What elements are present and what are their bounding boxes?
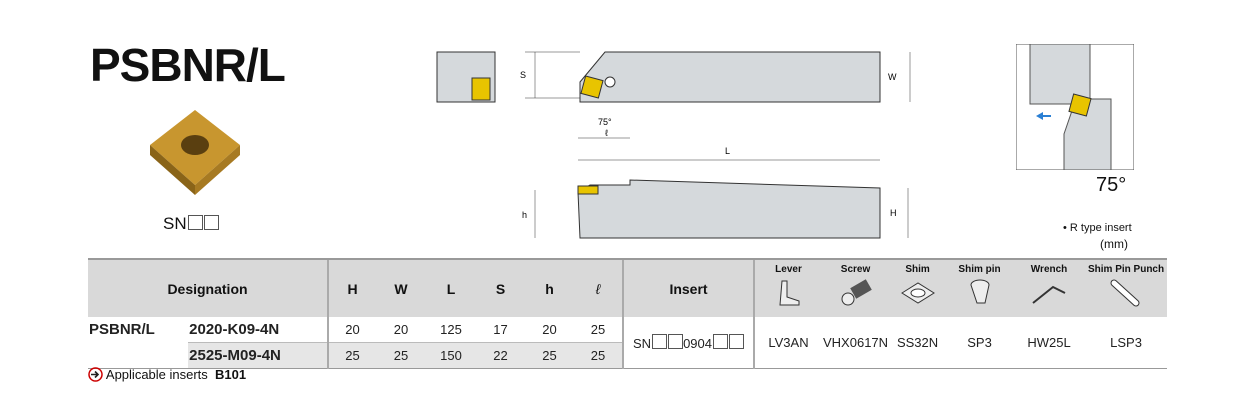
shim-label: Shim — [905, 264, 930, 275]
header-lever: Lever — [753, 258, 822, 317]
holder-drawing: S W L 75° ℓ h H — [436, 51, 911, 239]
insert-mid: 0904 — [683, 336, 712, 351]
shim-pin-icon — [970, 279, 990, 304]
spec-table: Designation H W L S h ℓ Insert Lever Scr… — [88, 258, 1168, 369]
dim-s: S — [520, 70, 526, 80]
wrench-icon — [1032, 285, 1066, 304]
table-row: 2525-M09-4N 25 25 150 22 25 25 — [88, 342, 1167, 369]
footer-label: Applicable inserts — [105, 367, 208, 382]
wrench-label: Wrench — [1030, 264, 1068, 275]
screw-icon — [841, 279, 872, 306]
header-screw: Screw — [822, 258, 890, 317]
header-designation: Designation — [88, 258, 328, 317]
part-wrench: HW25L — [1013, 317, 1086, 369]
header-wrench: Wrench — [1013, 258, 1086, 317]
insert-pre: SN — [633, 336, 652, 351]
part-shim: SS32N — [889, 317, 947, 369]
header-punch: Shim Pin Punch — [1085, 258, 1168, 317]
cell-h: 20 — [525, 317, 574, 343]
dim-w: W — [888, 72, 897, 82]
screw-label: Screw — [840, 264, 871, 275]
header-L: L — [426, 258, 476, 317]
shim-pin-label: Shim pin — [958, 264, 1001, 275]
code: 2525-M09-4N — [188, 342, 328, 369]
code: 2020-K09-4N — [188, 317, 328, 343]
part-shim-pin: SP3 — [946, 317, 1014, 369]
insert-type-label: SN — [163, 214, 219, 234]
unit-label: (mm) — [1100, 237, 1128, 251]
applicable-inserts-link[interactable]: Applicable inserts B101 — [88, 367, 246, 382]
shim-icon — [900, 282, 935, 304]
cell-S: 22 — [476, 342, 525, 369]
table-row: PSBNR/L 2020-K09-4N 20 20 125 17 20 25 S… — [88, 317, 1168, 369]
header-insert: Insert — [622, 258, 754, 317]
part-lever: LV3AN — [753, 317, 822, 369]
dim-lsmall: ℓ — [605, 128, 609, 138]
cell-L: 125 — [426, 317, 476, 343]
header-shim-pin: Shim pin — [946, 258, 1014, 317]
header-S: S — [476, 258, 525, 317]
dim-l: L — [725, 146, 730, 156]
dim-angle: 75° — [598, 117, 612, 127]
header-l: ℓ — [574, 258, 623, 317]
header-H: H — [327, 258, 376, 317]
header-W: W — [376, 258, 426, 317]
cell-L: 150 — [426, 342, 476, 369]
series-name: PSBNR/L — [89, 321, 155, 339]
application-diagram — [1016, 44, 1134, 170]
cell-l: 25 — [574, 317, 623, 343]
cell-H: 20 — [327, 317, 376, 343]
insert-image — [150, 110, 240, 195]
header-shim: Shim — [889, 258, 947, 317]
cell-S: 17 — [476, 317, 525, 343]
dim-hbig: H — [890, 208, 897, 218]
approach-angle: 75° — [1096, 174, 1127, 196]
page-title: PSBNR/L — [90, 39, 286, 91]
cell-l: 25 — [574, 342, 623, 369]
insert-prefix: SN — [163, 214, 187, 233]
part-punch: LSP3 — [1085, 317, 1168, 369]
footer-ref: B101 — [215, 367, 247, 382]
punch-icon — [1110, 279, 1140, 307]
lever-label: Lever — [775, 264, 802, 275]
dim-h: h — [522, 210, 527, 220]
cell-W: 25 — [376, 342, 426, 369]
cell-h: 25 — [525, 342, 574, 369]
punch-label: Shim Pin Punch — [1087, 264, 1165, 275]
lever-icon — [778, 280, 799, 306]
header-h: h — [525, 258, 574, 317]
arrow-circle-icon — [88, 367, 103, 382]
cell-W: 20 — [376, 317, 426, 343]
part-screw: VHX0617N — [822, 317, 890, 369]
insert-cell: SN 0904 — [622, 317, 754, 369]
cell-H: 25 — [327, 342, 376, 369]
r-type-note: • R type insert — [1063, 222, 1132, 234]
